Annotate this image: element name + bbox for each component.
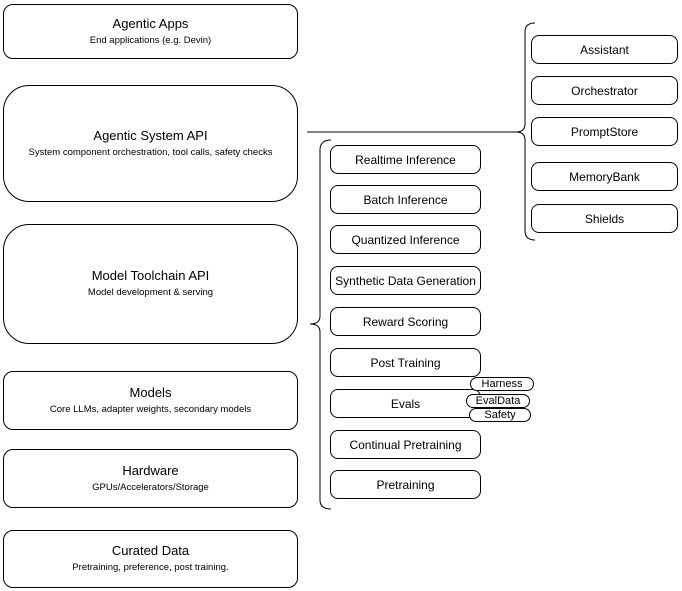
toolchain-item-batch-inference: Batch Inference bbox=[330, 185, 481, 214]
eval-tag-evaldata: EvalData bbox=[466, 394, 530, 408]
toolchain-item-continual-pretraining: Continual Pretraining bbox=[330, 430, 481, 459]
layer-title: Models bbox=[129, 384, 172, 400]
layer-title: Model Toolchain API bbox=[91, 268, 210, 284]
toolchain-item-reward-scoring: Reward Scoring bbox=[330, 307, 481, 336]
layer-box-agentic-system-api: Agentic System API System component orche… bbox=[3, 85, 298, 202]
component-assistant: Assistant bbox=[531, 35, 678, 64]
layer-subtitle: GPUs/Accelerators/Storage bbox=[92, 481, 209, 493]
toolchain-item-post-training: Post Training bbox=[330, 348, 481, 377]
toolchain-item-pretraining: Pretraining bbox=[330, 470, 481, 499]
layer-subtitle: Model development & serving bbox=[87, 287, 214, 299]
layer-subtitle: End applications (e.g. Devin) bbox=[89, 34, 212, 46]
component-orchestrator: Orchestrator bbox=[531, 76, 678, 105]
layer-title: Agentic System API bbox=[93, 127, 208, 143]
component-shields: Shields bbox=[531, 204, 678, 233]
layer-title: Curated Data bbox=[111, 543, 190, 559]
toolchain-item-realtime-inference: Realtime Inference bbox=[330, 145, 481, 174]
toolchain-brace bbox=[309, 139, 332, 510]
component-memorybank: MemoryBank bbox=[531, 162, 678, 191]
layer-subtitle: Pretraining, preference, post training. bbox=[72, 562, 229, 574]
toolchain-item-synthetic-data-generation: Synthetic Data Generation bbox=[330, 266, 481, 295]
toolchain-item-evals: Evals bbox=[330, 389, 481, 418]
layer-title: Hardware bbox=[122, 462, 179, 478]
layer-subtitle: Core LLMs, adapter weights, secondary mo… bbox=[49, 403, 252, 415]
eval-tag-harness: Harness bbox=[470, 377, 534, 391]
component-promptstore: PromptStore bbox=[531, 117, 678, 146]
eval-tag-safety: Safety bbox=[469, 408, 531, 422]
layer-box-model-toolchain-api: Model Toolchain API Model development & s… bbox=[3, 224, 298, 344]
toolchain-item-quantized-inference: Quantized Inference bbox=[330, 225, 481, 254]
layer-subtitle: System component orchestration, tool cal… bbox=[28, 146, 273, 158]
layer-title: Agentic Apps bbox=[112, 15, 189, 31]
